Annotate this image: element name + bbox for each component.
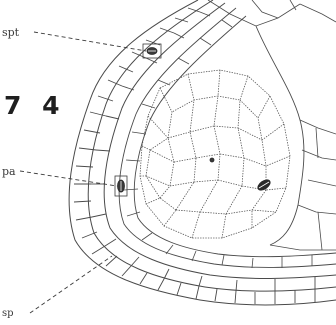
- cell-nuclei: [115, 44, 272, 196]
- nucleus-pa: [115, 176, 127, 196]
- epidermis-layer: [69, 0, 336, 305]
- epidermis-cell-walls: [74, 8, 315, 304]
- leader-spm: [30, 256, 112, 313]
- label-spm: sp: [2, 309, 14, 319]
- nucleus-right: [256, 178, 272, 193]
- figure-number: 7 4: [4, 93, 66, 118]
- label-pa: pa: [2, 166, 16, 177]
- wall-layers: [119, 8, 336, 267]
- leader-spt: [34, 32, 146, 51]
- nucleus-center: [210, 158, 214, 162]
- connective-tissue: [208, 0, 336, 250]
- label-spt: spt: [2, 27, 19, 38]
- sporogenous-tissue: [140, 70, 290, 238]
